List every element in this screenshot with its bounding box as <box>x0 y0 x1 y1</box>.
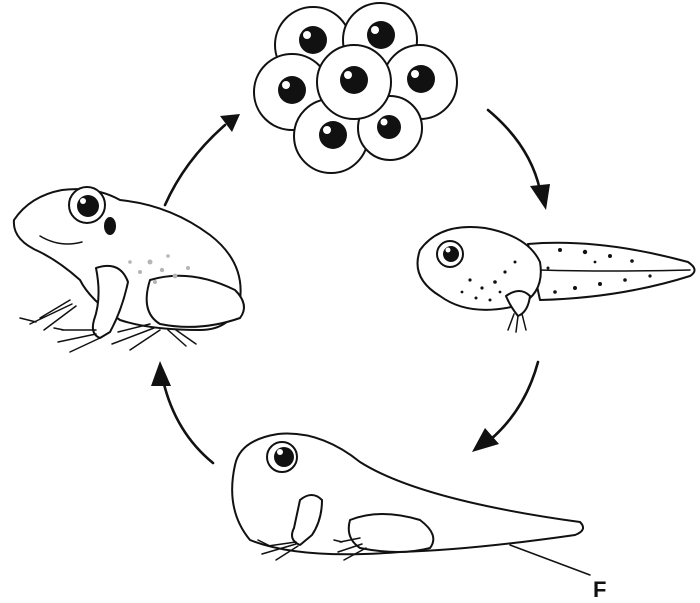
egg <box>317 45 391 119</box>
arrow-tadpole-to-froglet <box>472 362 538 452</box>
tadpole-icon <box>418 227 695 332</box>
arrow-froglet-to-frog <box>151 361 213 463</box>
pointer-line <box>510 545 590 575</box>
frog-eggs-icon <box>254 3 457 173</box>
froglet-icon <box>232 434 590 575</box>
frog-icon <box>14 187 244 352</box>
arrow-frog-to-eggs <box>165 114 240 205</box>
pointer-label-F: F <box>593 577 606 602</box>
arrow-eggs-to-tadpole <box>488 110 550 210</box>
